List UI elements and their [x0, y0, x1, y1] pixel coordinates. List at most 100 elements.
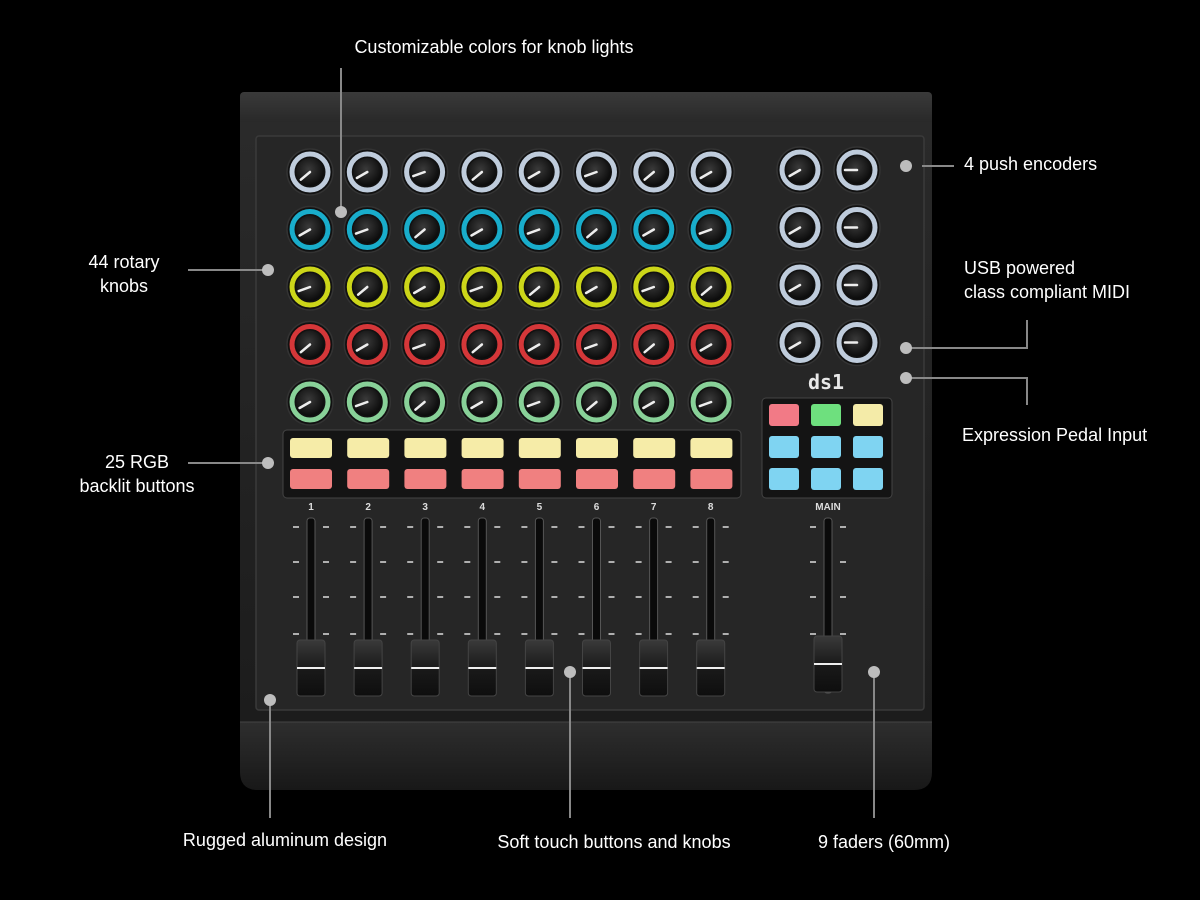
main-fader[interactable]: [810, 517, 846, 694]
device-logo: ds1: [808, 370, 844, 394]
rotary-knob[interactable]: [687, 263, 735, 311]
rotary-knob[interactable]: [687, 320, 735, 369]
push-encoder[interactable]: [833, 203, 881, 252]
channel-number: 4: [480, 502, 486, 513]
rotary-knob[interactable]: [687, 205, 735, 254]
rgb-button[interactable]: [576, 469, 618, 489]
push-encoder[interactable]: [833, 146, 881, 194]
pad-button[interactable]: [853, 404, 883, 426]
callout-rotary-knobs: 44 rotary knobs: [88, 250, 159, 298]
rotary-knob[interactable]: [458, 378, 506, 426]
callout-rgb-line1: 25 RGB: [104, 452, 170, 472]
rotary-knob[interactable]: [515, 378, 563, 426]
channel-number: 1: [308, 502, 314, 513]
channel-fader[interactable]: [578, 517, 615, 697]
rotary-knob[interactable]: [286, 320, 334, 369]
callout-rotary-knobs-line1: 44 rotary: [88, 252, 160, 272]
push-encoder[interactable]: [776, 261, 824, 309]
channel-fader[interactable]: [521, 517, 558, 697]
rotary-knob[interactable]: [572, 378, 621, 426]
channel-fader[interactable]: [350, 517, 387, 697]
rotary-knob[interactable]: [458, 148, 506, 196]
pad-button[interactable]: [853, 468, 883, 490]
rotary-knob[interactable]: [286, 205, 334, 254]
pad-button[interactable]: [853, 436, 883, 458]
rotary-knob[interactable]: [515, 205, 563, 254]
push-encoder[interactable]: [776, 318, 824, 367]
push-encoder[interactable]: [776, 146, 824, 194]
channel-fader[interactable]: [692, 517, 729, 697]
rgb-button[interactable]: [518, 438, 561, 458]
push-encoder-grid: [776, 146, 881, 367]
rotary-knob[interactable]: [458, 263, 506, 311]
rotary-knob[interactable]: [515, 263, 563, 311]
rgb-button[interactable]: [690, 438, 733, 458]
rgb-button-rows: [290, 438, 733, 489]
callout-knob-lights: Customizable colors for knob lights: [354, 37, 634, 57]
rgb-button[interactable]: [347, 438, 390, 458]
rotary-knob[interactable]: [286, 378, 334, 426]
rgb-button[interactable]: [576, 438, 618, 458]
rotary-knob[interactable]: [572, 205, 621, 254]
pad-button[interactable]: [811, 468, 841, 490]
push-encoder[interactable]: [833, 261, 881, 309]
rgb-button[interactable]: [518, 469, 561, 489]
rotary-knob[interactable]: [343, 378, 392, 426]
rotary-knob[interactable]: [630, 148, 678, 196]
rotary-knob[interactable]: [572, 320, 621, 369]
rotary-knob[interactable]: [687, 378, 735, 426]
rotary-knob[interactable]: [687, 148, 735, 196]
rgb-button[interactable]: [633, 438, 676, 458]
button-strip: [282, 429, 742, 499]
rgb-button[interactable]: [347, 469, 390, 489]
rgb-button[interactable]: [290, 438, 332, 458]
pad-button[interactable]: [769, 404, 799, 426]
rotary-knob[interactable]: [400, 205, 449, 254]
rotary-knob[interactable]: [400, 320, 449, 369]
rotary-knob[interactable]: [343, 263, 392, 311]
rotary-knob[interactable]: [343, 320, 392, 369]
channel-fader[interactable]: [464, 517, 501, 697]
callout-faders: 9 faders (60mm): [817, 832, 951, 852]
rotary-knob[interactable]: [515, 320, 563, 369]
rotary-knob[interactable]: [400, 263, 449, 311]
rotary-knob[interactable]: [458, 205, 506, 254]
rotary-knob[interactable]: [400, 148, 449, 196]
rotary-knob[interactable]: [630, 263, 678, 311]
rgb-button[interactable]: [290, 469, 332, 489]
channel-fader[interactable]: [407, 517, 444, 697]
rotary-knob[interactable]: [572, 263, 621, 311]
rgb-button[interactable]: [404, 469, 447, 489]
channel-fader[interactable]: [293, 517, 329, 697]
rotary-knob[interactable]: [572, 148, 621, 196]
pad-grid: [769, 404, 883, 490]
rotary-knob-grid: [286, 148, 735, 426]
rgb-button[interactable]: [690, 469, 733, 489]
rgb-button[interactable]: [404, 438, 447, 458]
rotary-knob[interactable]: [630, 378, 678, 426]
rgb-button[interactable]: [461, 438, 504, 458]
pad-button[interactable]: [769, 468, 799, 490]
rgb-button[interactable]: [633, 469, 676, 489]
channel-fader[interactable]: [635, 517, 672, 697]
rotary-knob[interactable]: [343, 148, 392, 196]
pad-button[interactable]: [811, 436, 841, 458]
rotary-knob[interactable]: [630, 320, 678, 369]
pad-button[interactable]: [811, 404, 841, 426]
rotary-knob[interactable]: [343, 205, 392, 254]
rgb-button[interactable]: [461, 469, 504, 489]
push-encoder[interactable]: [833, 318, 881, 367]
rotary-knob[interactable]: [515, 148, 563, 196]
callout-usb-line1: USB powered: [964, 258, 1076, 278]
rotary-knob[interactable]: [400, 378, 449, 426]
channel-number: 3: [422, 502, 428, 513]
callout-rotary-knobs-line2: knobs: [99, 276, 149, 296]
fader-bank: [293, 517, 846, 697]
push-encoder[interactable]: [776, 203, 824, 252]
rotary-knob[interactable]: [458, 320, 506, 369]
rotary-knob[interactable]: [286, 148, 334, 196]
rotary-knob[interactable]: [286, 263, 334, 311]
rotary-knob[interactable]: [630, 205, 678, 254]
pad-button[interactable]: [769, 436, 799, 458]
